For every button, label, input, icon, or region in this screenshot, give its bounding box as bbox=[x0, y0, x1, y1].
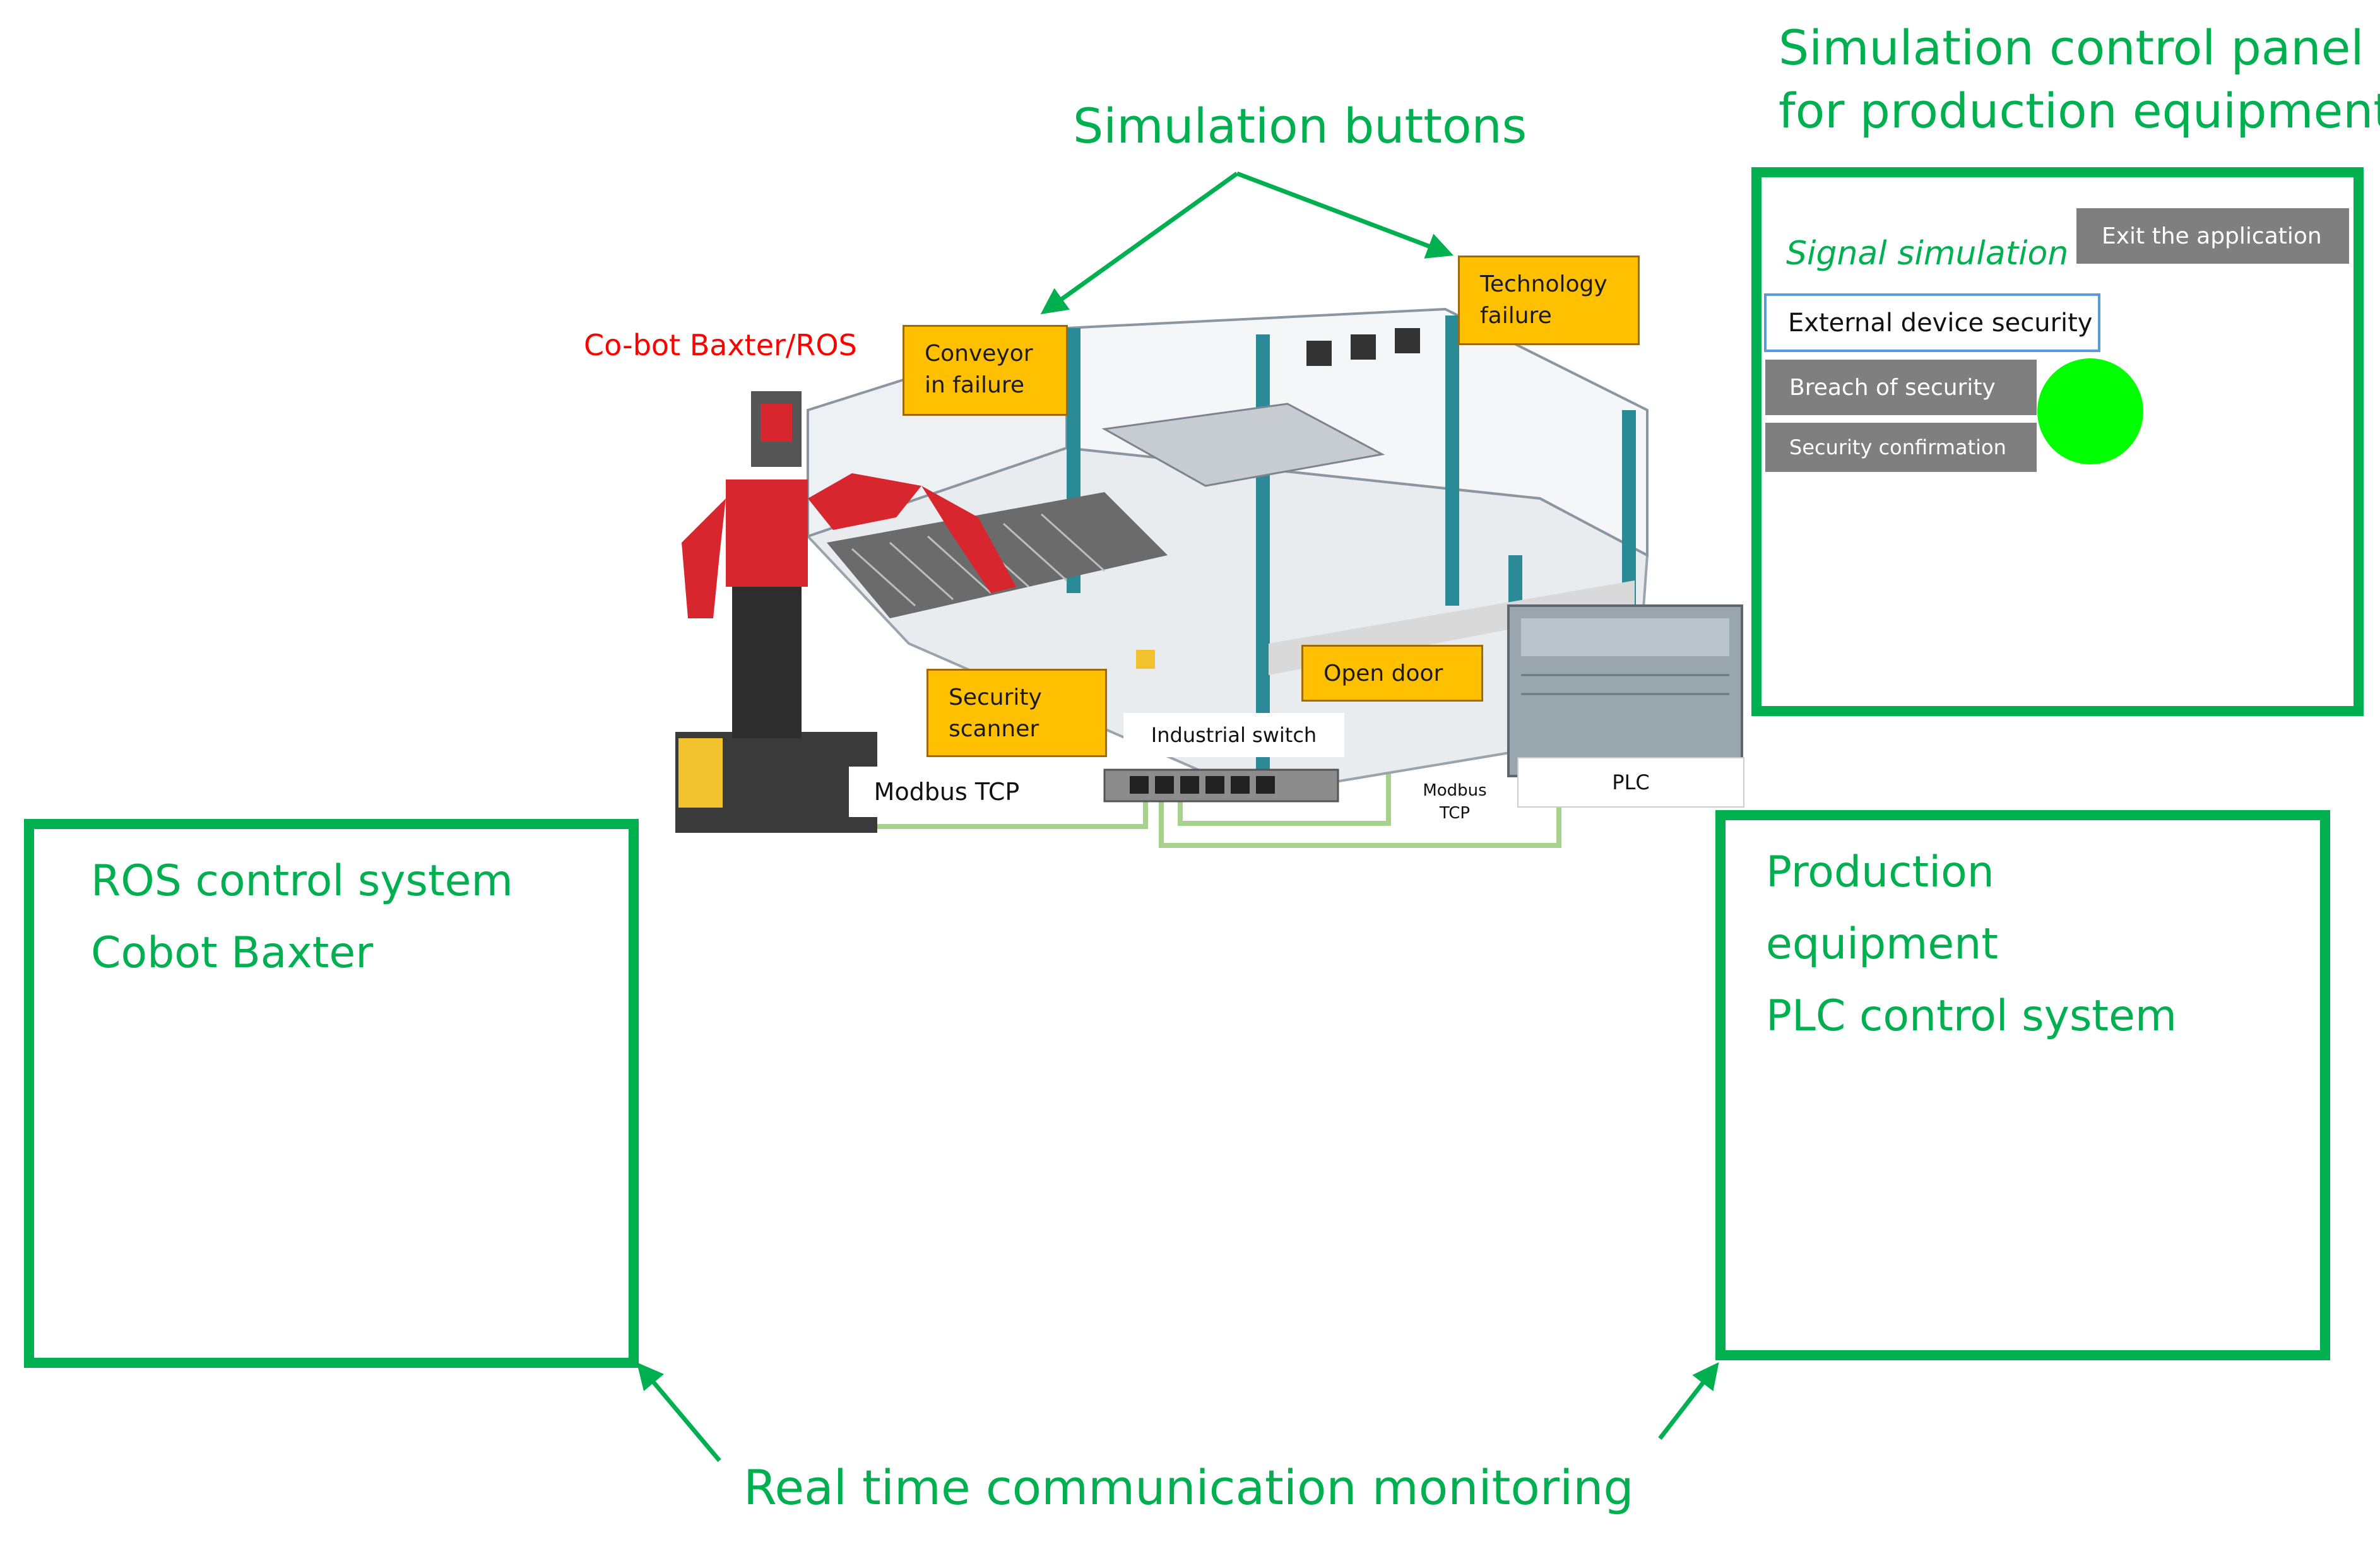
cobot-label: Co-bot Baxter/ROS bbox=[584, 328, 857, 362]
external-device-security-field[interactable]: External device security bbox=[1764, 293, 2100, 352]
ros-control-panel bbox=[24, 819, 639, 1368]
security-status-indicator bbox=[2037, 358, 2143, 464]
modbus-tcp-right-line1: Modbus bbox=[1423, 781, 1487, 800]
modbus-tcp-left-label: Modbus TCP bbox=[849, 767, 1045, 817]
conveyor-failure-line2: in failure bbox=[925, 372, 1024, 398]
cable-switch-plc bbox=[1159, 773, 1561, 848]
production-panel-line1: Production bbox=[1766, 847, 1994, 897]
industrial-switch-label: Industrial switch bbox=[1123, 713, 1344, 757]
security-scanner-line2: scanner bbox=[949, 716, 1039, 742]
conveyor-failure-button[interactable]: Conveyor in failure bbox=[903, 325, 1068, 416]
signal-simulation-title: Signal simulation bbox=[1786, 235, 2069, 273]
arrow-to-conveyor bbox=[1040, 172, 1239, 315]
exit-application-button[interactable]: Exit the application bbox=[2076, 208, 2349, 264]
security-scanner-button[interactable]: Security scanner bbox=[927, 669, 1107, 757]
arrow-to-ros-panel bbox=[636, 1362, 721, 1463]
ros-panel-line2: Cobot Baxter bbox=[91, 928, 374, 978]
simulation-buttons-heading: Simulation buttons bbox=[1073, 98, 1527, 154]
production-cell-illustration bbox=[675, 307, 1743, 833]
open-door-label: Open door bbox=[1323, 661, 1443, 686]
production-panel-line3: PLC control system bbox=[1766, 991, 2177, 1041]
technology-failure-button[interactable]: Technology failure bbox=[1458, 256, 1640, 345]
ros-panel-line1: ROS control system bbox=[91, 856, 513, 906]
technology-failure-line2: failure bbox=[1480, 303, 1552, 329]
arrow-to-production-panel bbox=[1658, 1362, 1719, 1440]
security-confirmation-button[interactable]: Security confirmation bbox=[1765, 423, 2037, 472]
realtime-monitoring-heading: Real time communication monitoring bbox=[743, 1459, 1634, 1516]
modbus-tcp-right-label: Modbus TCP bbox=[1404, 779, 1505, 825]
production-panel-line2: equipment bbox=[1766, 919, 1998, 969]
simulation-control-panel bbox=[1751, 167, 2364, 716]
modbus-tcp-right-line2: TCP bbox=[1439, 804, 1471, 823]
control-panel-heading-line1: Simulation control panel bbox=[1779, 20, 2364, 76]
security-scanner-line1: Security bbox=[949, 685, 1042, 710]
arrow-to-technology bbox=[1236, 171, 1454, 259]
conveyor-failure-line1: Conveyor bbox=[925, 341, 1033, 367]
technology-failure-line1: Technology bbox=[1480, 271, 1607, 297]
control-panel-heading-line2: for production equipment bbox=[1779, 83, 2380, 139]
production-equipment-panel bbox=[1715, 810, 2330, 1360]
plc-label: PLC bbox=[1517, 757, 1744, 808]
open-door-button[interactable]: Open door bbox=[1301, 645, 1483, 702]
breach-of-security-button[interactable]: Breach of security bbox=[1765, 360, 2037, 415]
